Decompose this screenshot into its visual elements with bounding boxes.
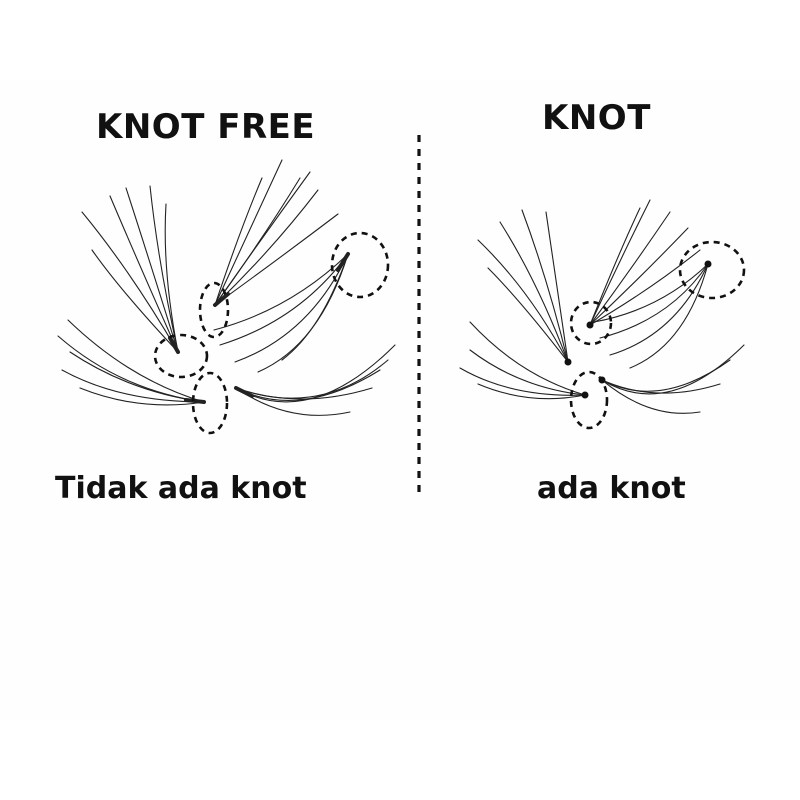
knot-free-caption: Tidak ada knot xyxy=(55,474,307,504)
eyelash-cluster-icon xyxy=(236,345,395,415)
dashed-circle-highlight xyxy=(571,372,607,428)
eyelash-cluster-icon xyxy=(58,320,204,405)
knot-caption: ada knot xyxy=(537,474,686,504)
knot-title: KNOT xyxy=(542,101,651,135)
knot-free-highlights xyxy=(155,233,388,433)
knot-free-lash-group xyxy=(58,160,395,415)
knot-highlights xyxy=(571,242,744,428)
dashed-circle-highlight xyxy=(680,242,744,298)
eyelash-cluster-icon xyxy=(82,186,178,352)
dashed-circle-highlight xyxy=(155,335,207,377)
dashed-circle-highlight xyxy=(200,283,228,337)
knot-free-title: KNOT FREE xyxy=(96,110,315,144)
eyelash-cluster-icon xyxy=(215,160,338,305)
eyelash-cluster-icon xyxy=(214,254,348,372)
eyelash-cluster-icon xyxy=(599,345,745,413)
eyelash-cluster-icon xyxy=(594,261,712,369)
eyelash-cluster-icon xyxy=(478,210,572,366)
eyelash-cluster-icon xyxy=(587,200,701,329)
